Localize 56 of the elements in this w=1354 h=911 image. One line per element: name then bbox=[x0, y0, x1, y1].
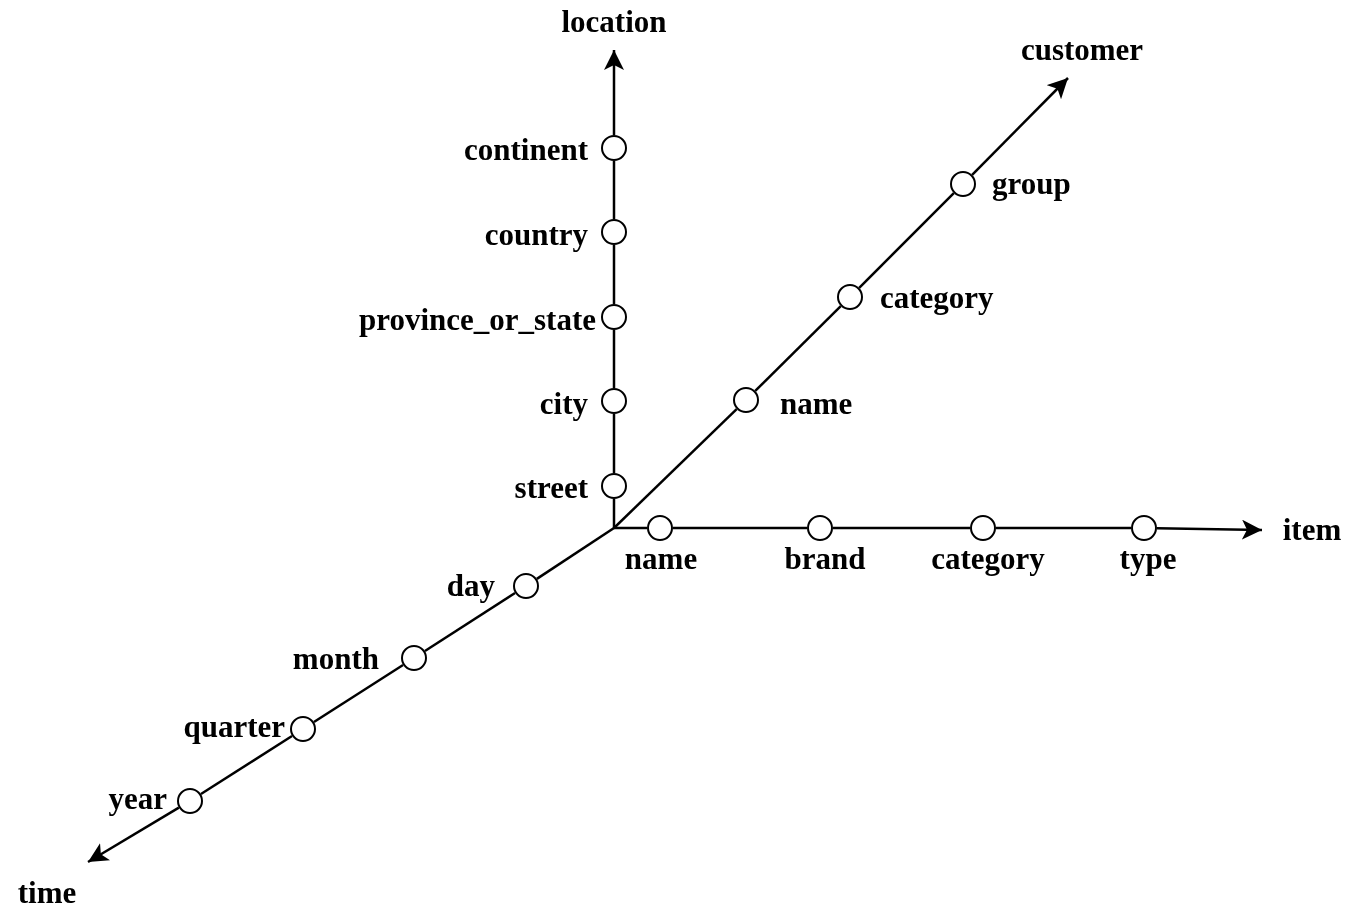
axis-line bbox=[673, 526, 807, 530]
dimension-label: time bbox=[17, 876, 77, 910]
axis-line bbox=[612, 499, 616, 528]
axis-line bbox=[612, 414, 616, 473]
axis-line bbox=[313, 663, 404, 724]
level-circle bbox=[512, 572, 539, 599]
level-circle bbox=[949, 170, 976, 197]
level-label: country bbox=[484, 218, 588, 252]
level-circle bbox=[600, 134, 627, 161]
level-circle bbox=[176, 787, 203, 814]
level-label: year bbox=[108, 782, 167, 816]
dimension-label: location bbox=[561, 5, 667, 39]
axis-arrow bbox=[971, 77, 1069, 176]
level-label: name bbox=[780, 387, 853, 421]
axis-line bbox=[612, 330, 616, 388]
axis-arrow bbox=[604, 50, 624, 135]
axis-line bbox=[614, 526, 647, 530]
level-label: month bbox=[292, 642, 379, 676]
level-label: group bbox=[992, 167, 1071, 201]
level-label: quarter bbox=[183, 710, 285, 744]
level-label: day bbox=[446, 569, 495, 603]
level-label: street bbox=[514, 471, 588, 505]
level-label: category bbox=[880, 281, 994, 315]
level-label: category bbox=[931, 542, 1045, 576]
level-label: type bbox=[1119, 542, 1177, 576]
axis-arrow bbox=[1156, 519, 1263, 540]
axis-line bbox=[613, 408, 738, 529]
level-label: name bbox=[624, 542, 698, 576]
level-label: city bbox=[539, 387, 588, 421]
level-circle bbox=[836, 283, 863, 310]
level-circle bbox=[646, 514, 673, 541]
level-label: continent bbox=[464, 133, 588, 167]
level-circle bbox=[600, 303, 627, 330]
level-circle bbox=[806, 514, 833, 541]
dimension-label: item bbox=[1282, 513, 1342, 547]
level-circle bbox=[600, 218, 627, 245]
axis-line bbox=[858, 192, 955, 289]
level-label: province_or_state bbox=[358, 303, 596, 337]
dimension-label: customer bbox=[1020, 33, 1144, 67]
axis-line bbox=[996, 526, 1131, 530]
level-circle bbox=[732, 386, 759, 413]
axis-arrow bbox=[87, 806, 180, 864]
axis-line bbox=[754, 305, 842, 392]
level-circle bbox=[400, 644, 427, 671]
axis-line bbox=[612, 161, 616, 219]
axis-line bbox=[200, 734, 293, 796]
axis-line bbox=[424, 591, 516, 653]
level-circle bbox=[1130, 514, 1157, 541]
axis-line bbox=[536, 526, 615, 580]
level-circle bbox=[600, 472, 627, 499]
level-circle bbox=[600, 387, 627, 414]
level-circle bbox=[969, 514, 996, 541]
axis-line bbox=[612, 245, 616, 304]
level-circle bbox=[289, 715, 316, 742]
axis-line bbox=[833, 526, 970, 530]
level-label: brand bbox=[784, 542, 866, 576]
